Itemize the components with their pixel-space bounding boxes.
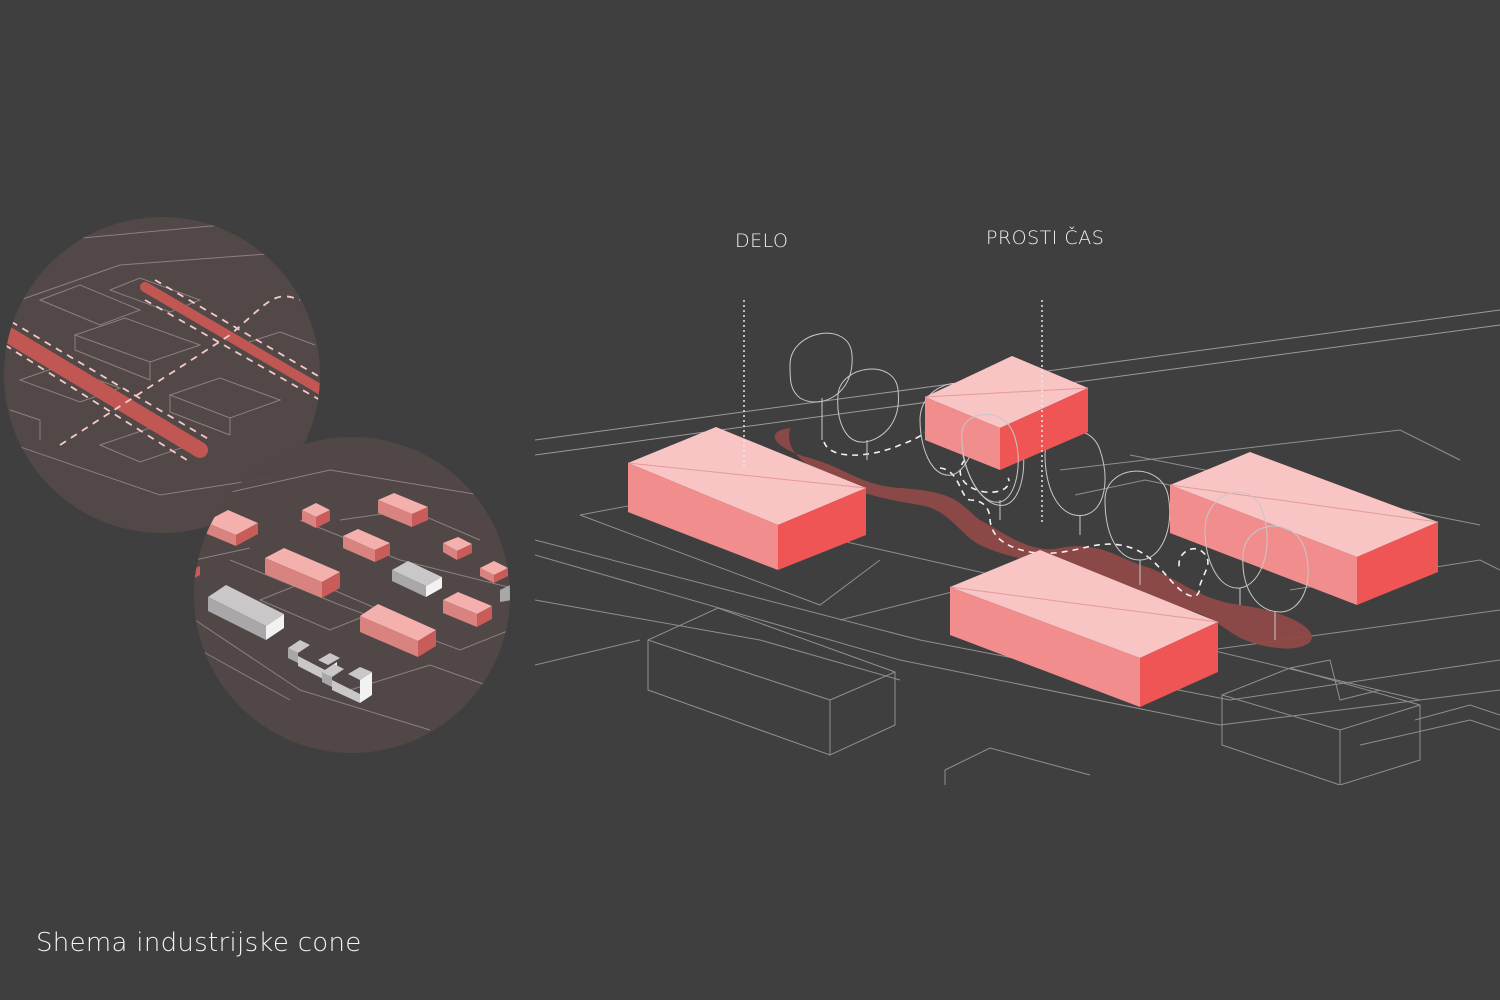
building-front: [949, 550, 1219, 707]
diagram-caption: Shema industrijske cone: [36, 928, 362, 958]
label-work: DELO: [735, 230, 789, 252]
road-network-circle: [4, 217, 320, 533]
buildings-circle: [194, 437, 510, 753]
pink-blocks: [195, 493, 508, 657]
park-path: [774, 428, 1312, 649]
axonometric-site-view: [535, 300, 1500, 785]
label-leisure: PROSTI ČAS: [986, 227, 1105, 249]
grey-blocks: [208, 561, 510, 703]
building-top-middle: [924, 356, 1089, 470]
building-work: [627, 427, 867, 570]
building-right: [1169, 452, 1439, 605]
